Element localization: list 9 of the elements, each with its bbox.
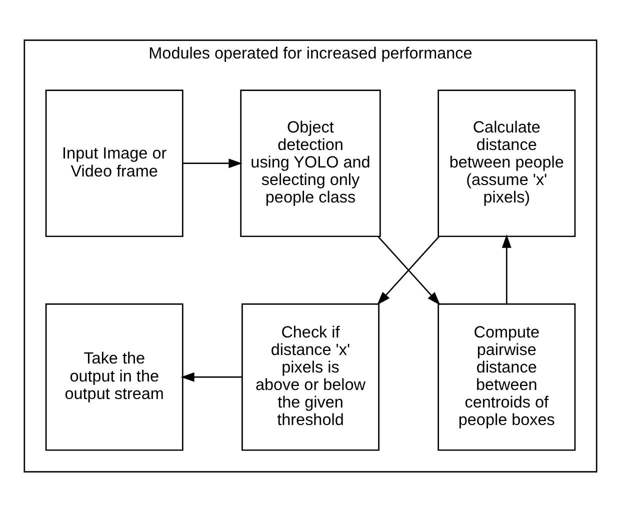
node-box: Take the output in the output stream [45,303,184,451]
node-box: Check if distance 'x' pixels is above or below the given threshold [242,303,380,451]
node-box: Compute pairwise distance between centroids of people boxes [438,303,576,451]
node-box: Input Image or Video frame [45,90,184,238]
node-box: Object detection using YOLO and selecting only people class [240,90,381,238]
node-box: Calculate distance between people (assume 'x' pixels) [438,90,576,238]
arrow [502,234,512,304]
arrow [182,158,242,168]
arrow [180,372,242,382]
